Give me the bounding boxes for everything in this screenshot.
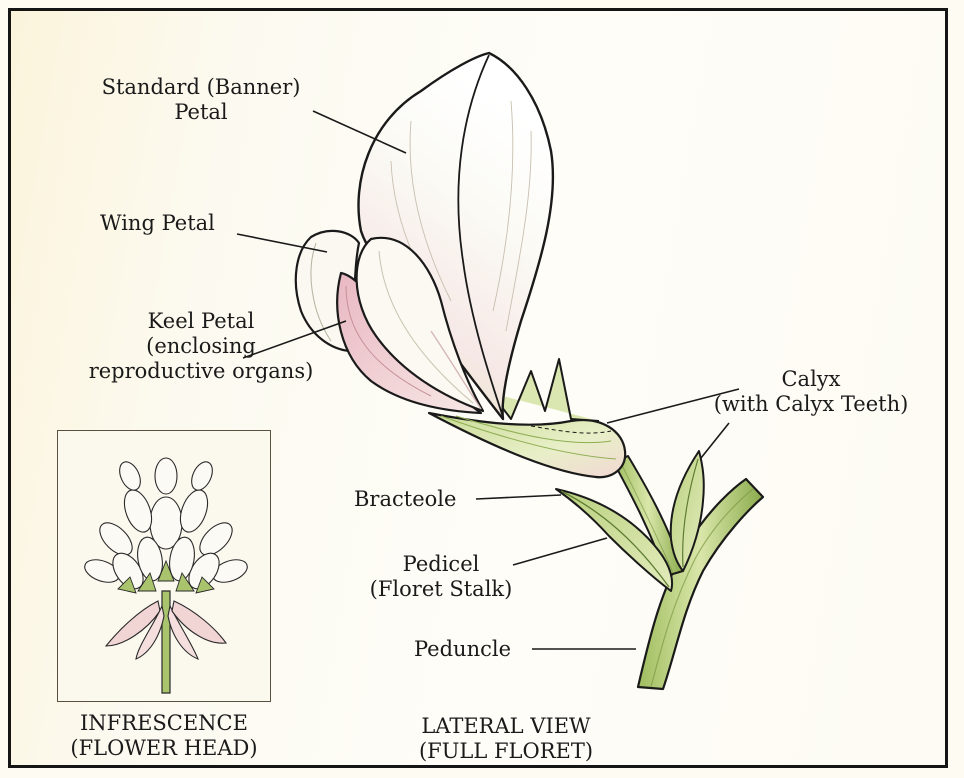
label-pedicel-line2: (Floret Stalk) [361, 577, 521, 602]
leader-calyx-teeth [701, 423, 729, 458]
label-standard-line1: Standard (Banner) [89, 75, 313, 100]
caption-lateral-line2: (FULL FLORET) [406, 739, 606, 764]
label-keel-line2: (enclosing [81, 334, 321, 359]
label-peduncle: Peduncle [414, 637, 511, 662]
label-bracteole: Bracteole [354, 487, 456, 512]
diagram-frame: Standard (Banner) Petal Wing Petal Keel … [8, 8, 948, 768]
inflorescence-inset [57, 430, 271, 702]
label-standard-petal: Standard (Banner) Petal [89, 75, 313, 125]
leader-pedicel [513, 538, 607, 565]
label-calyx-line2: (with Calyx Teeth) [686, 392, 936, 417]
flower-head-illustration [58, 431, 272, 703]
label-keel-line3: reproductive organs) [81, 359, 321, 384]
caption-lateral-line1: LATERAL VIEW [406, 714, 606, 739]
label-calyx: Calyx (with Calyx Teeth) [686, 367, 936, 417]
label-wing-petal: Wing Petal [100, 211, 215, 236]
caption-inflorescence-line1: INFRESCENCE [51, 711, 277, 736]
label-standard-line2: Petal [89, 100, 313, 125]
label-pedicel-line1: Pedicel [361, 552, 521, 577]
label-calyx-line1: Calyx [686, 367, 936, 392]
label-keel-line1: Keel Petal [81, 309, 321, 334]
caption-lateral-view: LATERAL VIEW (FULL FLORET) [406, 714, 606, 764]
label-keel-petal: Keel Petal (enclosing reproductive organ… [81, 309, 321, 384]
leader-bracteole [476, 495, 561, 499]
caption-inflorescence: INFRESCENCE (FLOWER HEAD) [51, 711, 277, 761]
caption-inflorescence-line2: (FLOWER HEAD) [51, 736, 277, 761]
label-pedicel: Pedicel (Floret Stalk) [361, 552, 521, 602]
